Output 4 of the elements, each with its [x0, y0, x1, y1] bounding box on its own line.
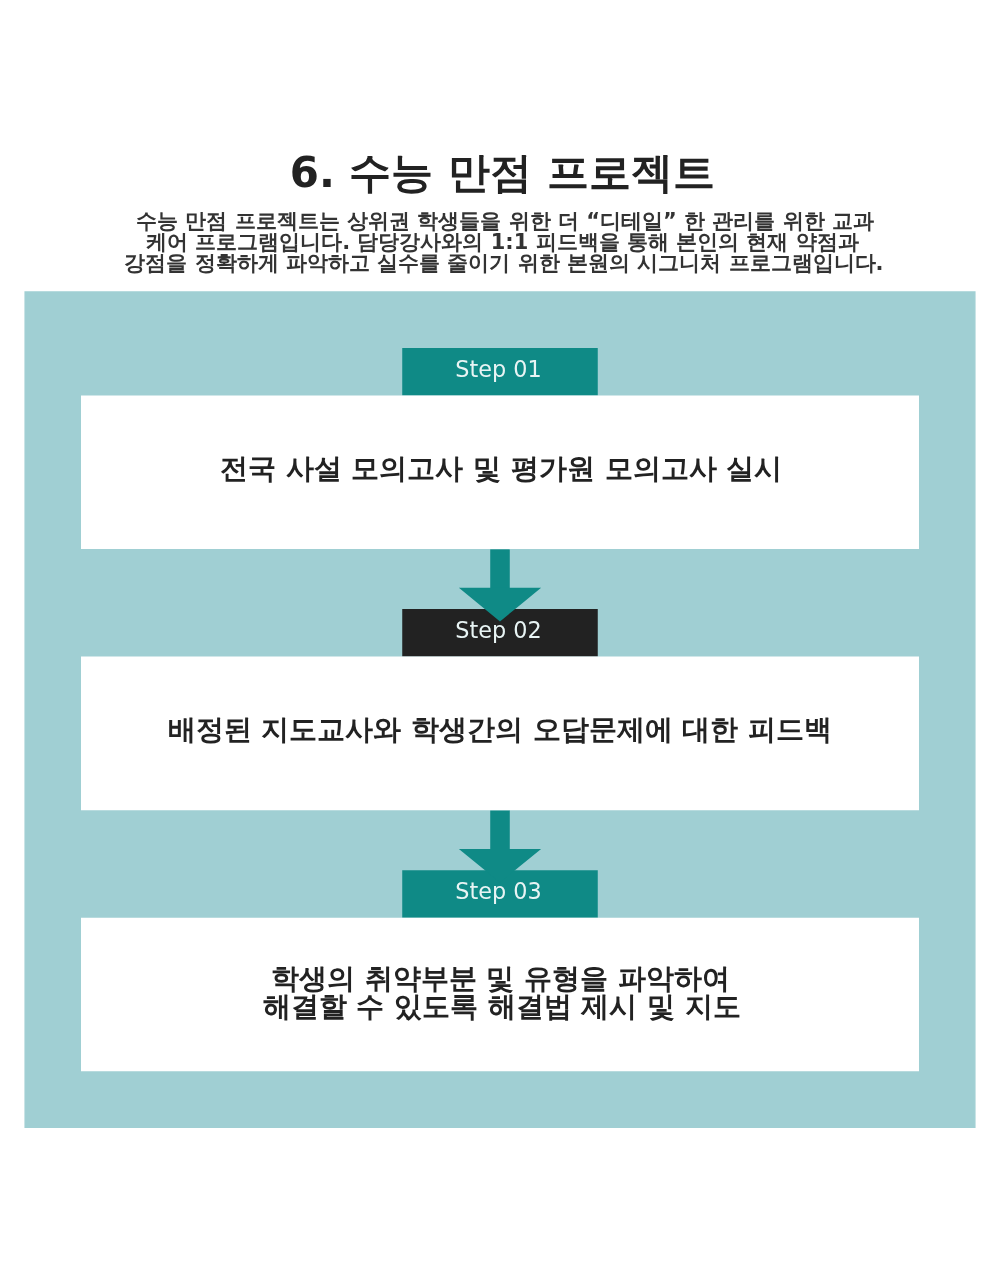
diagram-title: 6. 수능 만점 프로젝트 [289, 148, 715, 198]
cluster [24, 291, 976, 1128]
label: 수능 만점 프로젝트는 상위권 학생들을 위한 더 “디테일” 한 관리를 위한 교과 케어 프로그램입니다. 담당강사와의 1:1 피드백을 통해 본인의 현재 약점과 강점을 정확하게 파악하고 실수를 줄이기 위한 본원의 시그니처 프로그램입니다. [124, 208, 884, 275]
arrow [458, 549, 542, 622]
